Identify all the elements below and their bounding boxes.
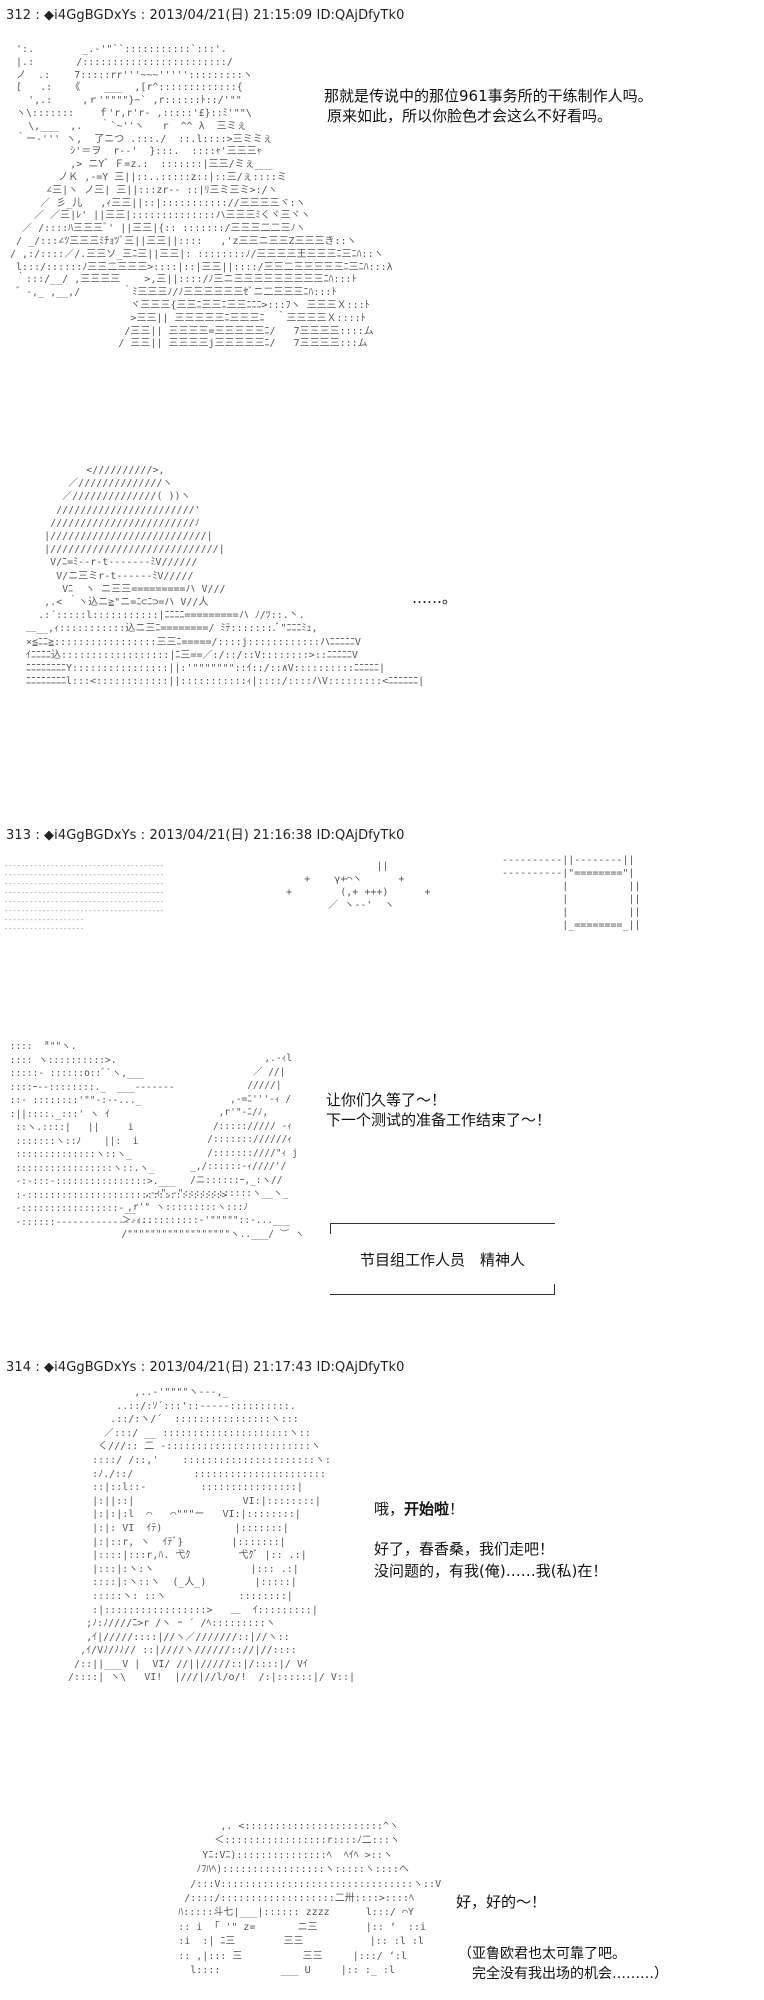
ascii-art-dash-lines: -------------------------------------- -…: [4, 862, 165, 933]
dialogue-314-c: （亚鲁欧君也太可靠了吧。 完全没有我出场的机会………）: [458, 1944, 668, 1984]
ascii-art-girl-face: ,..-'""""ヽ---,_ ..::/:ｿ´:::'::-----:::::…: [68, 1387, 355, 1684]
post-header-312: 312 : ◆i4GgBGDxYs : 2013/04/21(日) 21:15:…: [6, 8, 405, 23]
ascii-art-producer-smoking: ':. _.-'"``:::::::::::`:::'. |.: /::::::…: [10, 44, 393, 350]
dialogue-line: 原来如此，所以你脸色才会这么不好看吗。: [327, 107, 613, 125]
dialogue-312-ellipsis: ……。: [412, 589, 458, 607]
ascii-art-staff-left: :::: ̄"""ヽ. :::: ヽ::::::::::>. :::::- ::…: [9, 1041, 228, 1228]
dialogue-line: 那就是传说中的那位961事务所的干练制作人吗。: [324, 87, 653, 105]
dialogue-line: 没问题的，有我(俺)……我(私)在！: [374, 1562, 608, 1580]
dialogue-313: 让你们久等了～！ 下一个测试的准备工作结束了～！: [326, 1090, 551, 1130]
dialogue-line: 哦，开始啦！: [374, 1498, 607, 1520]
dialogue-312-a: 那就是传说中的那位961事务所的干练制作人吗。 原来如此，所以你脸色才会这么不好…: [324, 86, 653, 126]
dialogue-fragment: ！: [449, 1500, 465, 1518]
dialogue-line: 让你们久等了～！: [326, 1091, 447, 1109]
dialogue-line: 下一个测试的准备工作结束了～！: [326, 1111, 552, 1129]
ascii-art-staff-right: ,.-ｨl ／ //| /////| ,-=ﾆ'''-ｨ / ,r'"-ﾆ/ﾉ,…: [121, 1053, 305, 1240]
dialogue-fragment: 哦，: [374, 1500, 405, 1518]
dialogue-line: 好了，春香桑，我们走吧！: [374, 1540, 555, 1558]
dialogue-314-a: 哦，开始啦！ 好了，春香桑，我们走吧！ 没问题的，有我(俺)……我(私)在！: [374, 1498, 607, 1582]
staff-caption-box: 节目组工作人员 精神人: [330, 1223, 555, 1295]
dialogue-line: 好，好的～！: [456, 1893, 547, 1911]
staff-caption: 节目组工作人员 精神人: [359, 1251, 525, 1269]
ascii-art-sign-board: ----------||--------|| ----------|"=====…: [502, 855, 641, 931]
ascii-art-shadowed-face: <//////////>, ／//////////////ヽ ／////////…: [26, 465, 425, 688]
dialogue-line: 完全没有我出场的机会………）: [472, 1966, 668, 1982]
post-header-313: 313 : ◆i4GgBGDxYs : 2013/04/21(日) 21:16:…: [6, 828, 405, 843]
post-header-314: 314 : ◆i4GgBGDxYs : 2013/04/21(日) 21:17:…: [6, 1360, 405, 1375]
ascii-art-yaruo: ,. <:::::::::::::::::::::::^ヽ ＜:::::::::…: [178, 1821, 442, 1977]
ascii-art-small-creature: || + γ+⌒ヽ + + (,+ +++) + ／ ヽ--' ヽ: [286, 861, 431, 911]
dialogue-line: （亚鲁欧君也太可靠了吧。: [458, 1946, 626, 1962]
dialogue-fragment-bold: 开始啦: [404, 1500, 450, 1518]
dialogue-314-b: 好，好的～！: [456, 1892, 546, 1912]
